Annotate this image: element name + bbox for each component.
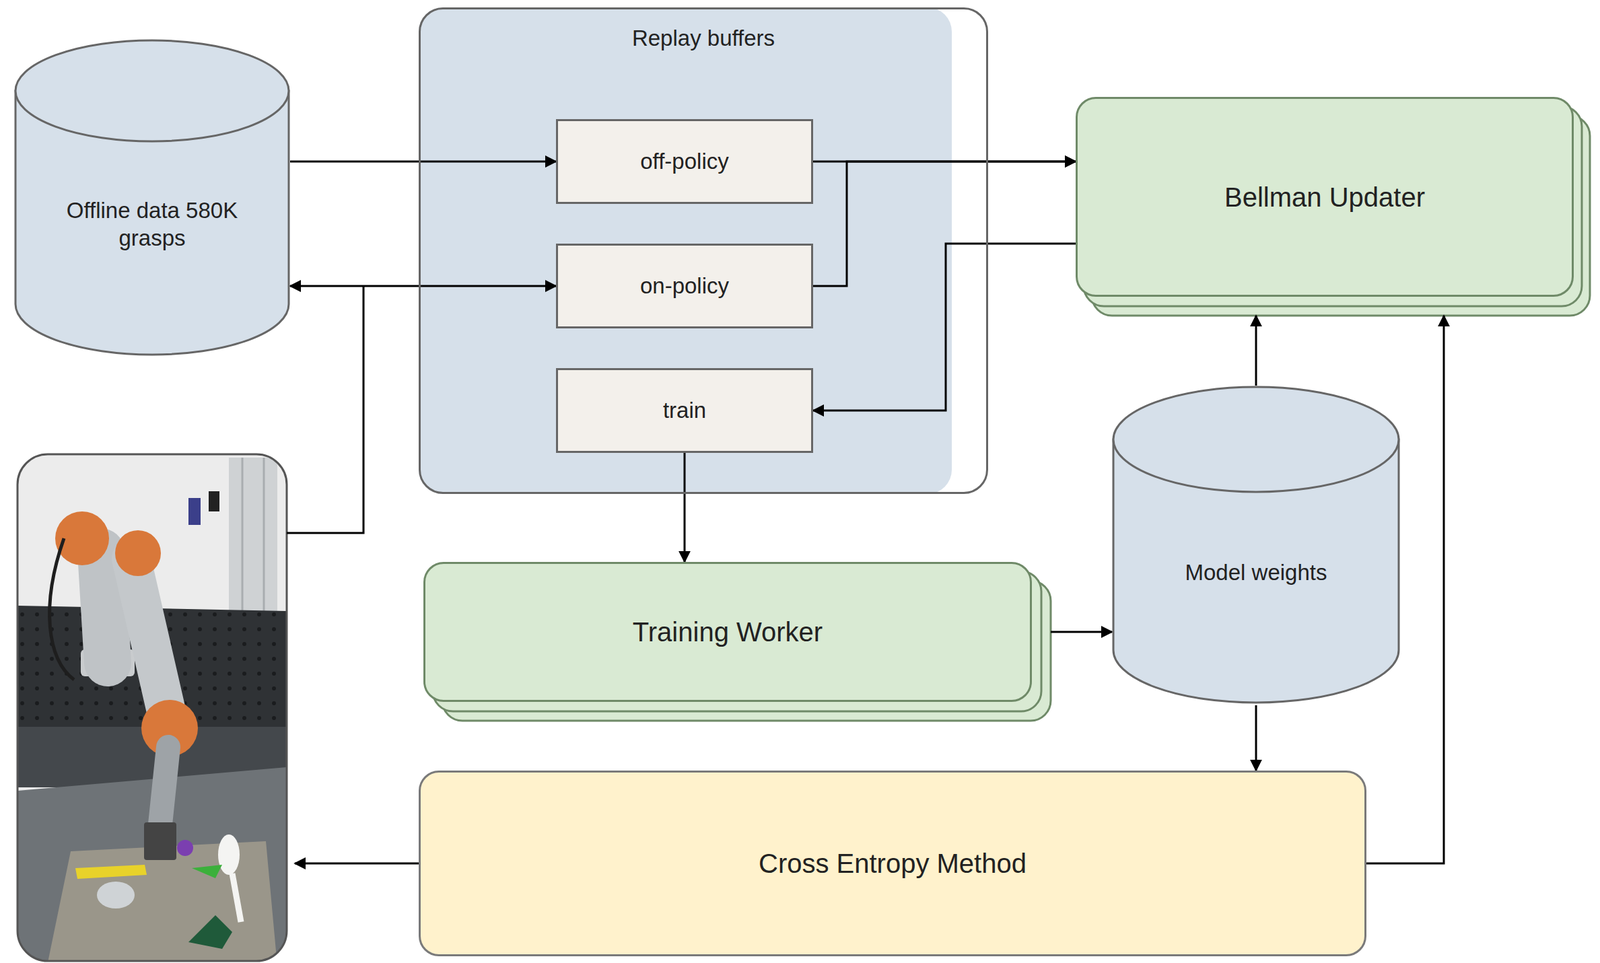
bin-object — [218, 834, 240, 876]
robot-wrist — [160, 747, 169, 825]
process-box: Bellman Updater — [1075, 96, 1574, 297]
node-label: on-policy — [640, 271, 729, 300]
bin-object — [191, 864, 223, 879]
cylinder-top — [1113, 387, 1399, 493]
outlet — [188, 498, 201, 526]
process-box: Training Worker — [423, 562, 1032, 703]
robot-link — [131, 558, 169, 721]
robot-photo-frame — [17, 454, 287, 962]
panel-fill — [418, 7, 952, 495]
node-label: Offline data 580K grasps — [41, 196, 264, 253]
bin-object — [96, 881, 135, 909]
robot-data-wire — [286, 286, 364, 534]
bin-object — [232, 873, 241, 923]
node-label: Training Worker — [632, 615, 823, 649]
node-label: off-policy — [640, 147, 729, 176]
robot-link — [100, 551, 108, 664]
cylinder-top — [15, 40, 289, 142]
robot-gripper — [144, 822, 177, 861]
robot-photo — [17, 454, 287, 962]
bin-object — [177, 840, 194, 857]
flow-arrow — [290, 285, 556, 288]
robot-action-arrow — [294, 862, 419, 865]
node-label: Bellman Updater — [1224, 180, 1425, 215]
process-box: Cross Entropy Method — [418, 770, 1367, 957]
node-label: Model weights — [1185, 558, 1328, 587]
cylinder-outline — [1111, 385, 1401, 706]
panel-heading: Replay buffers — [420, 24, 987, 52]
node-label: train — [663, 396, 707, 425]
flow-arrow — [813, 161, 1076, 287]
outlet — [208, 491, 220, 512]
bin-object — [75, 864, 147, 880]
buffer-box: off-policy — [555, 119, 814, 204]
buffer-box: train — [555, 368, 814, 454]
flow-arrow — [813, 243, 1076, 411]
group-panel: Replay buffers off-policy on-policy train — [418, 7, 989, 495]
flow-arrow — [1050, 631, 1112, 634]
flow-arrow — [1255, 705, 1258, 771]
node-label: Cross Entropy Method — [758, 846, 1027, 881]
data-store-cylinder: Offline data 580K grasps — [14, 39, 291, 358]
robot-cable — [49, 538, 75, 680]
robot-joint — [115, 530, 161, 577]
wall — [17, 454, 287, 962]
flow-arrow — [290, 160, 556, 163]
flow-arrow — [1255, 315, 1258, 386]
bin-object — [188, 915, 233, 950]
buffer-box: on-policy — [555, 243, 814, 329]
data-store-cylinder: Model weights — [1111, 385, 1401, 706]
flow-arrow — [683, 453, 686, 563]
